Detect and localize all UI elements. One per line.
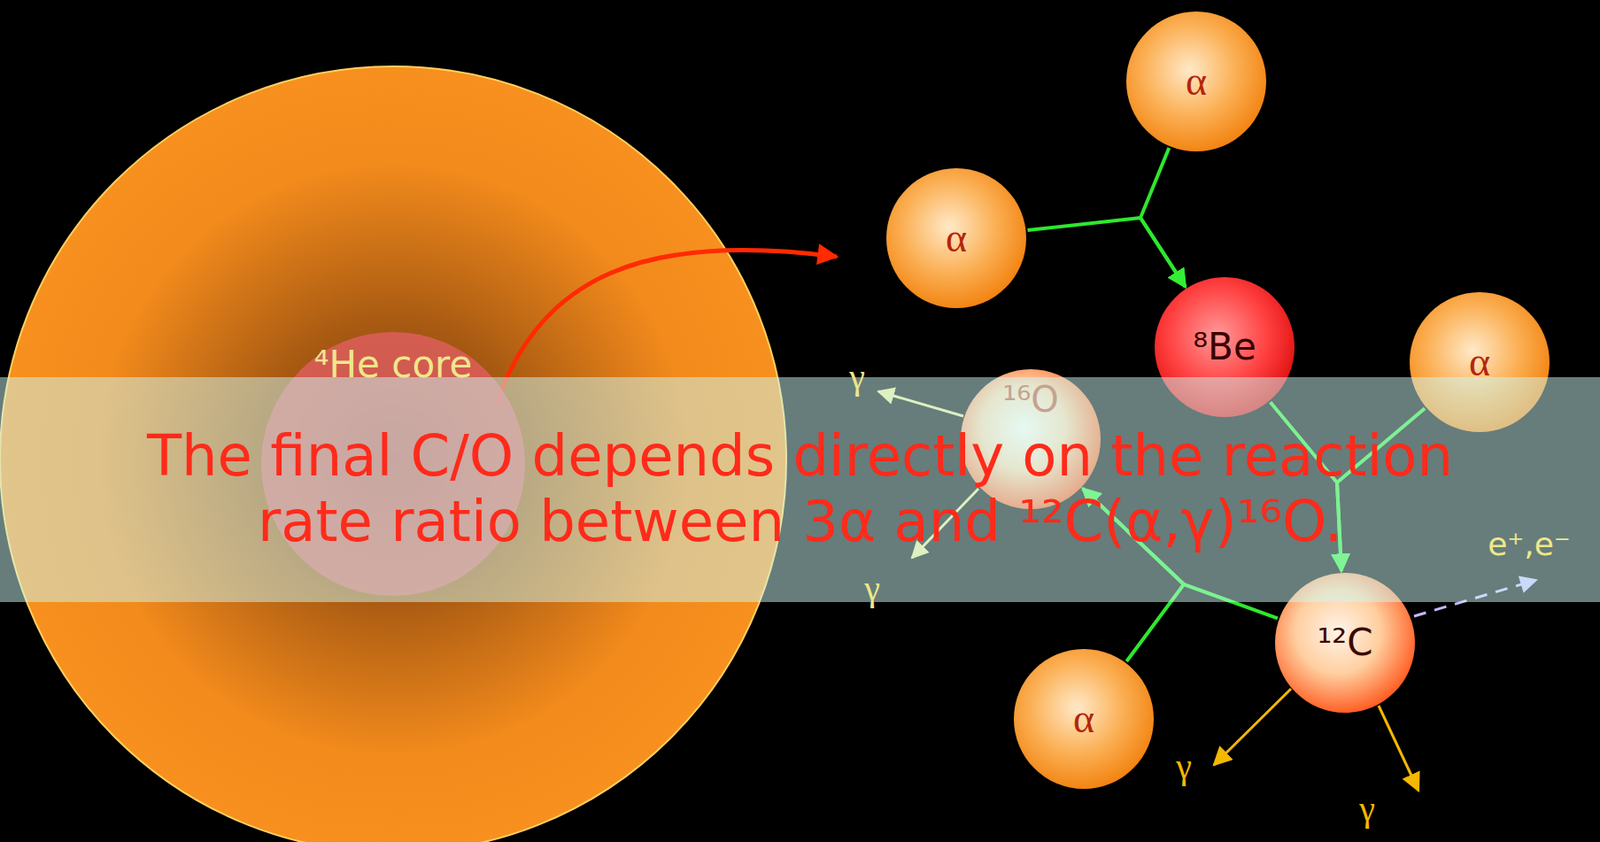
gamma-ray bbox=[1213, 688, 1291, 766]
node-label: α bbox=[1185, 58, 1207, 106]
circle-shape bbox=[1126, 11, 1267, 152]
reaction-arrow bbox=[1140, 147, 1186, 287]
note-band: The final C/O depends directly on the re… bbox=[0, 377, 1600, 603]
alpha-particle: α bbox=[1125, 10, 1268, 153]
particle-label: e⁺,e⁻ bbox=[1487, 525, 1571, 563]
alpha-particle: α bbox=[1012, 648, 1155, 790]
node-label: α bbox=[1073, 695, 1095, 743]
node-label: ¹²C bbox=[1317, 621, 1374, 665]
gamma-label: γ bbox=[1175, 746, 1192, 788]
gamma-label: γ bbox=[864, 568, 881, 610]
node-label: α bbox=[945, 215, 967, 263]
alpha-particle: α bbox=[885, 167, 1028, 310]
gamma-ray bbox=[1378, 705, 1419, 791]
gamma-label: γ bbox=[849, 356, 866, 398]
circle-shape bbox=[1013, 649, 1154, 789]
reaction-arrow bbox=[1028, 217, 1186, 287]
gamma-label: γ bbox=[1359, 788, 1376, 830]
circle-shape bbox=[886, 168, 1027, 309]
node-label: ⁸Be bbox=[1192, 325, 1257, 369]
note-text: The final C/O depends directly on the re… bbox=[125, 424, 1476, 555]
